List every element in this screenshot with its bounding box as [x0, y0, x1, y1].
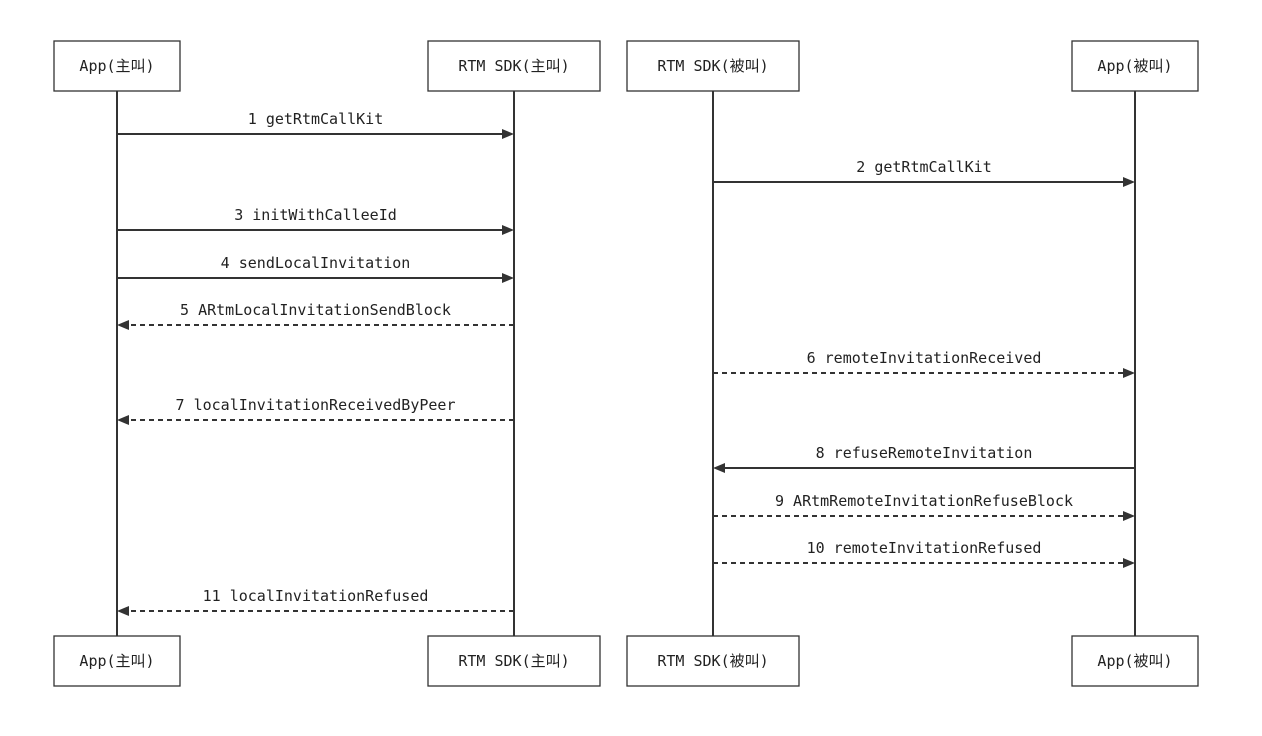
message-label: 11 localInvitationRefused	[203, 587, 429, 605]
participant-label: RTM SDK(被叫)	[657, 57, 768, 75]
arrowhead-icon	[1123, 368, 1135, 378]
arrowhead-icon	[502, 225, 514, 235]
participant-label: App(被叫)	[1097, 57, 1172, 75]
participant-box-frame	[1071, 635, 1199, 687]
message-label: 7 localInvitationReceivedByPeer	[176, 396, 456, 414]
participant-box-frame	[427, 635, 601, 687]
participant-box-frame	[53, 40, 181, 92]
participant-label: RTM SDK(被叫)	[657, 652, 768, 670]
message-5-artmlocalinvitationsendblock: 5 ARtmLocalInvitationSendBlock	[117, 301, 514, 330]
message-11-localinvitationrefused: 11 localInvitationRefused	[117, 587, 514, 616]
arrowhead-icon	[1123, 177, 1135, 187]
participant-box-app-caller-bottom: App(主叫)	[53, 635, 181, 687]
message-label: 9 ARtmRemoteInvitationRefuseBlock	[775, 492, 1073, 510]
message-label: 6 remoteInvitationReceived	[807, 349, 1042, 367]
participant-label: RTM SDK(主叫)	[458, 57, 569, 75]
arrowhead-icon	[1123, 511, 1135, 521]
arrowhead-icon	[1123, 558, 1135, 568]
message-8-refuseremoteinvitation: 8 refuseRemoteInvitation	[713, 444, 1135, 473]
participant-box-frame	[1071, 40, 1199, 92]
arrowhead-icon	[117, 320, 129, 330]
message-3-initwithcalleeid: 3 initWithCalleeId	[117, 206, 514, 235]
message-7-localinvitationreceivedbypeer: 7 localInvitationReceivedByPeer	[117, 396, 514, 425]
participant-label: RTM SDK(主叫)	[458, 652, 569, 670]
participant-box-rtm-sdk-caller-bottom: RTM SDK(主叫)	[427, 635, 601, 687]
message-label: 3 initWithCalleeId	[234, 206, 397, 224]
message-label: 4 sendLocalInvitation	[221, 254, 411, 272]
arrowhead-icon	[502, 129, 514, 139]
participant-box-frame	[53, 635, 181, 687]
participant-box-frame	[626, 40, 800, 92]
message-label: 5 ARtmLocalInvitationSendBlock	[180, 301, 451, 319]
message-10-remoteinvitationrefused: 10 remoteInvitationRefused	[713, 539, 1135, 568]
message-9-artmremoteinvitationrefuseblock: 9 ARtmRemoteInvitationRefuseBlock	[713, 492, 1135, 521]
message-4-sendlocalinvitation: 4 sendLocalInvitation	[117, 254, 514, 283]
arrowhead-icon	[117, 415, 129, 425]
participant-box-frame	[427, 40, 601, 92]
participant-box-app-callee-top: App(被叫)	[1071, 40, 1199, 92]
message-label: 10 remoteInvitationRefused	[807, 539, 1042, 557]
participant-box-rtm-sdk-callee-top: RTM SDK(被叫)	[626, 40, 800, 92]
participant-box-app-caller-top: App(主叫)	[53, 40, 181, 92]
participant-box-rtm-sdk-caller-top: RTM SDK(主叫)	[427, 40, 601, 92]
message-2-getrtmcallkit: 2 getRtmCallKit	[713, 158, 1135, 187]
participant-label: App(被叫)	[1097, 652, 1172, 670]
message-label: 1 getRtmCallKit	[248, 110, 383, 128]
arrowhead-icon	[713, 463, 725, 473]
participant-box-frame	[626, 635, 800, 687]
message-1-getrtmcallkit: 1 getRtmCallKit	[117, 110, 514, 139]
message-label: 2 getRtmCallKit	[856, 158, 991, 176]
participant-label: App(主叫)	[79, 57, 154, 75]
participant-box-rtm-sdk-callee-bottom: RTM SDK(被叫)	[626, 635, 800, 687]
message-label: 8 refuseRemoteInvitation	[816, 444, 1033, 462]
participant-box-app-callee-bottom: App(被叫)	[1071, 635, 1199, 687]
arrowhead-icon	[502, 273, 514, 283]
message-6-remoteinvitationreceived: 6 remoteInvitationReceived	[713, 349, 1135, 378]
participant-label: App(主叫)	[79, 652, 154, 670]
arrowhead-icon	[117, 606, 129, 616]
